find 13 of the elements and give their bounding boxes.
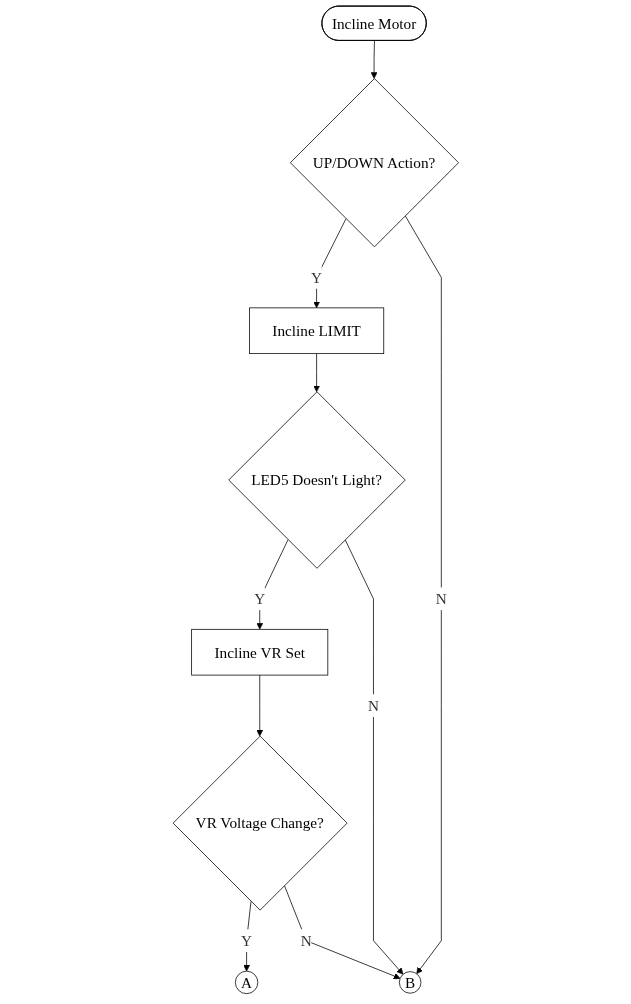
- node-box: Incline LIMIT: [248, 307, 384, 354]
- edge-label: N: [435, 590, 447, 608]
- edge-label: Y: [240, 932, 252, 950]
- edge-label: Y: [310, 268, 322, 286]
- edge-label: N: [300, 932, 312, 950]
- node-circle: A: [234, 970, 258, 995]
- node-diamond: LED5 Doesn't Light?: [228, 391, 406, 569]
- node-diamond: UP/DOWN Action?: [289, 78, 459, 248]
- node-diamond: VR Voltage Change?: [172, 735, 348, 911]
- node-box: Incline VR Set: [190, 628, 328, 676]
- edge-label: N: [367, 697, 379, 714]
- node-circle: B: [398, 971, 421, 994]
- edge-label: Y: [253, 590, 265, 608]
